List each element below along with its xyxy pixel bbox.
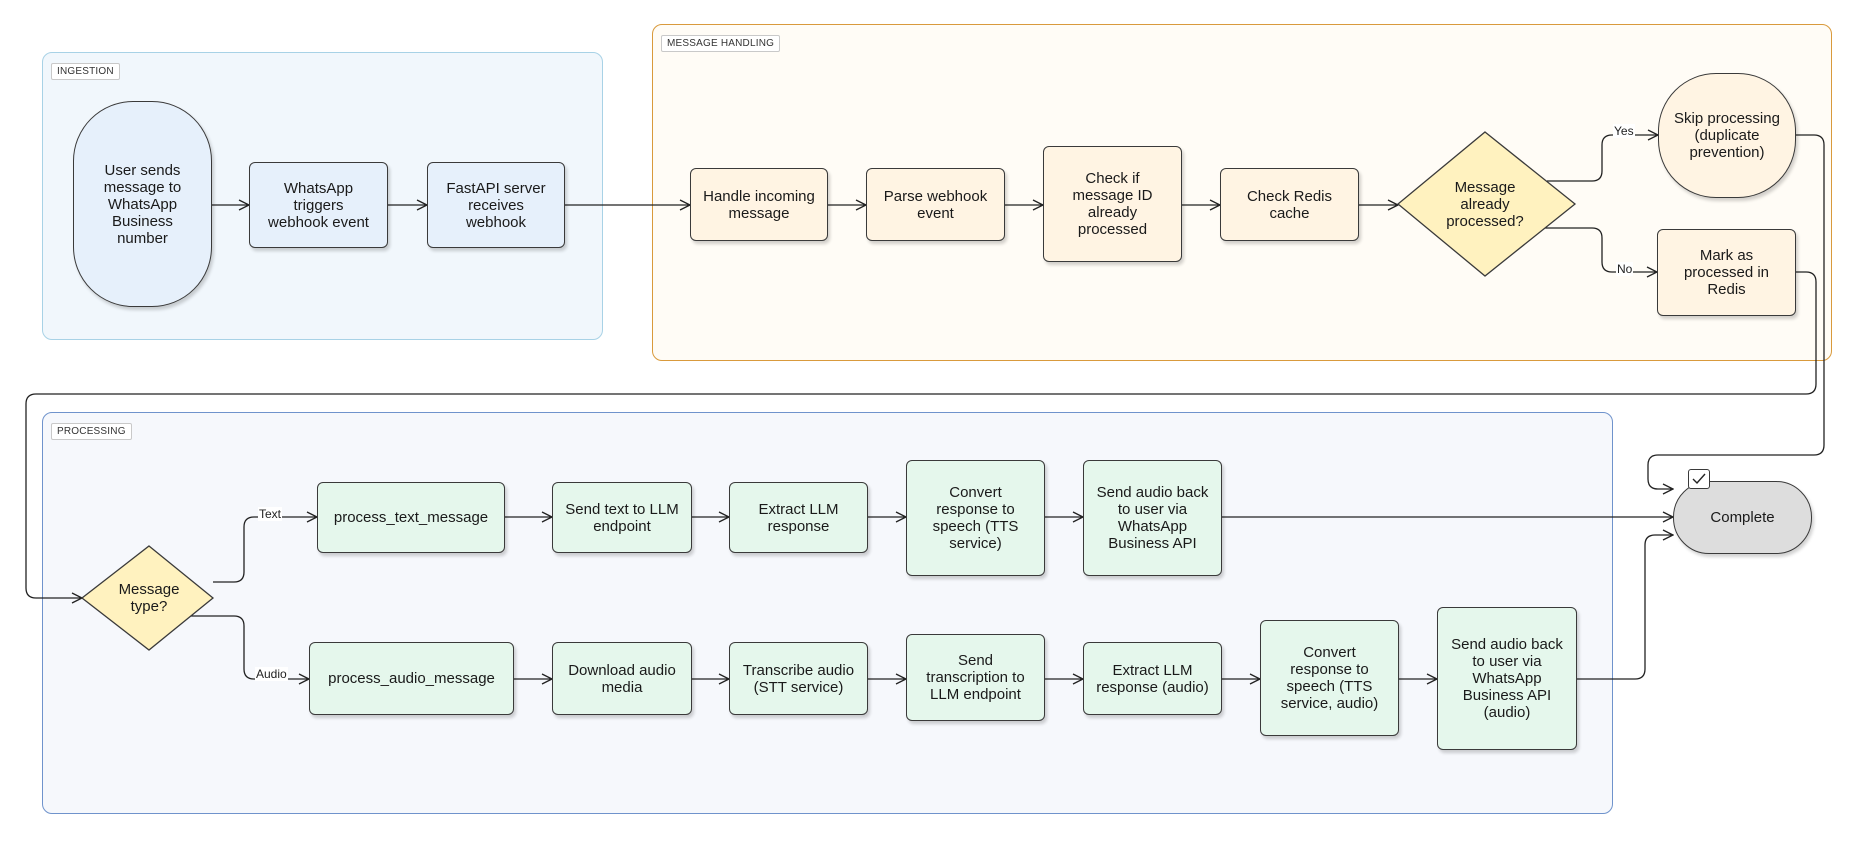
edge-label-text: Text — [258, 507, 283, 521]
node-send-audio-back-text: Send audio back to user via WhatsApp Bus… — [1096, 484, 1209, 552]
node-check-redis: Check Redis cache — [1220, 168, 1359, 241]
node-user-sends-text: User sends message to WhatsApp Business … — [103, 161, 182, 247]
edge-skip-to-complete — [1647, 134, 1825, 489]
node-extract-llm-audio-text: Extract LLM response (audio) — [1096, 661, 1209, 696]
node-send-transcription-text: Send transcription to LLM endpoint — [926, 652, 1025, 703]
edge-sendbackaudio-to-complete — [1577, 535, 1673, 680]
node-check-message-id-text: Check if message ID already processed — [1072, 170, 1153, 238]
node-transcribe-audio: Transcribe audio (STT service) — [729, 642, 868, 715]
node-send-text-llm: Send text to LLM endpoint — [552, 482, 692, 553]
decision-already-processed-text: Message already processed? — [1446, 178, 1524, 230]
node-mark-processed-text: Mark as processed in Redis — [1683, 247, 1770, 298]
node-process-audio: process_audio_message — [309, 642, 514, 715]
node-convert-tts-audio-text: Convert response to speech (TTS service,… — [1280, 644, 1379, 712]
decision-message-type: Message type? — [102, 575, 196, 621]
node-handle-incoming-text: Handle incoming message — [703, 187, 815, 222]
node-fastapi-receives: FastAPI server receives webhook — [427, 162, 565, 248]
edge-no-to-mark — [1531, 227, 1657, 272]
group-ingestion-label: INGESTION — [51, 63, 120, 80]
edge-mark-to-messagetype — [25, 271, 1817, 598]
node-check-redis-text: Check Redis cache — [1246, 187, 1333, 222]
node-convert-tts: Convert response to speech (TTS service) — [906, 460, 1045, 576]
group-processing: PROCESSING — [42, 412, 1613, 814]
node-skip-processing-text: Skip processing (duplicate prevention) — [1674, 110, 1780, 161]
node-extract-llm: Extract LLM response — [729, 482, 868, 553]
node-user-sends: User sends message to WhatsApp Business … — [73, 101, 212, 307]
group-processing-label: PROCESSING — [51, 423, 132, 440]
node-extract-llm-audio: Extract LLM response (audio) — [1083, 642, 1222, 715]
edge-type-to-audio — [190, 615, 309, 679]
node-parse-webhook: Parse webhook event — [866, 168, 1005, 241]
checkbox-icon — [1688, 469, 1710, 489]
node-fastapi-receives-text: FastAPI server receives webhook — [446, 179, 546, 231]
node-skip-processing: Skip processing (duplicate prevention) — [1658, 73, 1796, 198]
node-process-audio-text: process_audio_message — [328, 670, 495, 687]
node-mark-processed: Mark as processed in Redis — [1657, 229, 1796, 316]
node-send-transcription: Send transcription to LLM endpoint — [906, 634, 1045, 721]
node-handle-incoming: Handle incoming message — [690, 168, 828, 241]
group-message-handling-label: MESSAGE HANDLING — [661, 35, 781, 52]
node-extract-llm-text: Extract LLM response — [758, 500, 839, 535]
decision-message-type-text: Message type? — [118, 581, 180, 615]
node-download-audio-text: Download audio media — [568, 661, 676, 696]
node-transcribe-audio-text: Transcribe audio (STT service) — [742, 661, 855, 696]
node-parse-webhook-text: Parse webhook event — [883, 187, 988, 222]
decision-message-type-shape — [80, 545, 215, 651]
decision-already-processed: Message already processed? — [1415, 164, 1555, 244]
node-whatsapp-triggers: WhatsApp triggers webhook event — [249, 162, 388, 248]
node-send-audio-back-audio: Send audio back to user via WhatsApp Bus… — [1437, 607, 1577, 750]
edge-label-yes: Yes — [1613, 124, 1635, 138]
edge-type-to-text — [213, 517, 317, 583]
node-complete-text: Complete — [1710, 509, 1775, 526]
node-send-audio-back-audio-text: Send audio back to user via WhatsApp Bus… — [1451, 636, 1563, 721]
node-whatsapp-triggers-text: WhatsApp triggers webhook event — [268, 179, 369, 231]
node-complete: Complete — [1673, 481, 1812, 554]
edge-label-audio: Audio — [255, 667, 288, 681]
node-send-audio-back: Send audio back to user via WhatsApp Bus… — [1083, 460, 1222, 576]
node-process-text: process_text_message — [317, 482, 505, 553]
node-convert-tts-text: Convert response to speech (TTS service) — [932, 484, 1019, 552]
node-process-text-text: process_text_message — [333, 509, 489, 526]
node-download-audio: Download audio media — [552, 642, 692, 715]
node-check-message-id: Check if message ID already processed — [1043, 146, 1182, 262]
node-send-text-llm-text: Send text to LLM endpoint — [565, 500, 679, 535]
edge-label-no: No — [1616, 262, 1634, 276]
decision-already-processed-shape — [1396, 131, 1577, 277]
node-convert-tts-audio: Convert response to speech (TTS service,… — [1260, 620, 1399, 736]
edge-yes-to-skip — [1547, 135, 1658, 182]
